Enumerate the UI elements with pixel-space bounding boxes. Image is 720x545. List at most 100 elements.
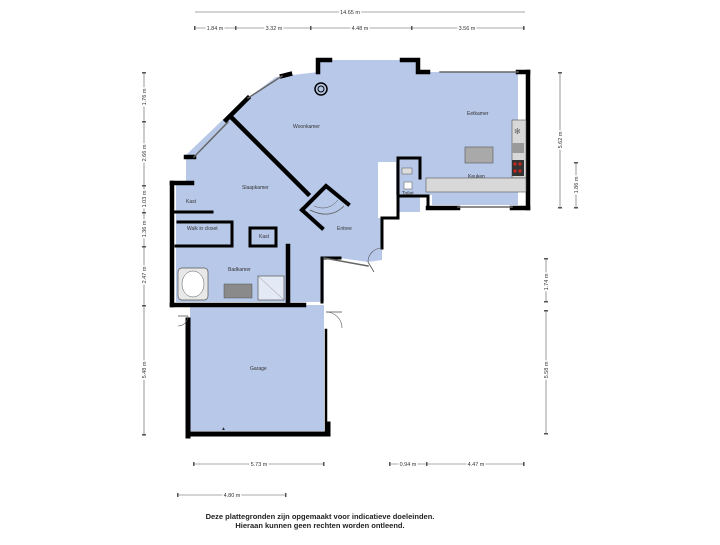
tick-bottom-6 xyxy=(285,493,287,497)
dim-bottom-2: 0.94 m xyxy=(400,462,417,468)
wall-diag-nw2 xyxy=(279,71,293,79)
dim-right-3: 1.74 m xyxy=(544,273,550,290)
floor-left xyxy=(176,120,300,245)
tick-left-2 xyxy=(142,185,146,187)
vanity xyxy=(223,283,253,299)
dim-right-4: 5.58 m xyxy=(544,361,550,378)
dim-left-6: 5.48 m xyxy=(142,361,148,378)
window-diag2 xyxy=(246,74,284,100)
tick-top-3 xyxy=(411,26,413,30)
tick-left-1 xyxy=(142,121,146,123)
dim-bottom-3: 4.47 m xyxy=(468,462,485,468)
stove xyxy=(512,160,524,176)
toilet-seat xyxy=(403,181,413,190)
door-entree xyxy=(367,247,383,263)
tick-left-5 xyxy=(142,305,146,307)
wall-top-mid xyxy=(399,57,431,75)
label-garage: Garage xyxy=(250,366,267,372)
tick-right1-0 xyxy=(558,72,562,74)
label-toilet: Toilet xyxy=(402,191,414,197)
ceiling-fixture-inner xyxy=(317,85,325,93)
kitchen-counter-bottom xyxy=(425,177,527,193)
dim-left-3: 1.03 m xyxy=(142,190,148,207)
tick-top-4 xyxy=(523,26,525,30)
dim-bottom-1: 5.73 m xyxy=(251,462,268,468)
label-kast-1: Kast xyxy=(186,199,197,205)
burner-4 xyxy=(518,169,522,173)
label-badkamer: Badkamer xyxy=(228,267,251,273)
floor-garage xyxy=(190,305,324,431)
dim-right-2: 1.86 m xyxy=(574,176,580,193)
disclaimer: Deze plattegronden zijn opgemaakt voor i… xyxy=(160,512,480,530)
toilet-sink xyxy=(401,167,413,175)
wall-stairs xyxy=(299,183,351,213)
disclaimer-line-2: Hieraan kunnen geen rechten worden ontle… xyxy=(235,521,405,530)
dim-top-4: 3.56 m xyxy=(459,26,476,32)
window-entree xyxy=(323,257,369,267)
wall-entree-right xyxy=(396,194,430,210)
dim-left-2: 2.66 m xyxy=(142,144,148,161)
floor-areas xyxy=(176,60,518,431)
disclaimer-line-1: Deze plattegronden zijn opgemaakt voor i… xyxy=(205,512,435,521)
bathtub-inner xyxy=(181,270,205,298)
wall-garage-bottom-right xyxy=(309,421,331,437)
label-eetkamer: Eetkamer xyxy=(467,111,489,117)
door-entree-leaf xyxy=(367,261,375,273)
room-labels: Woonkamer Eetkamer Keuken Slaapkamer Kas… xyxy=(186,111,489,372)
wall-hall-south xyxy=(320,256,342,304)
dim-top-3: 4.48 m xyxy=(352,26,369,32)
wall-kast2 xyxy=(248,226,278,248)
burner-1 xyxy=(513,162,517,166)
tick-right2-0 xyxy=(574,162,578,164)
dim-left-5: 2.47 m xyxy=(142,266,148,283)
tick-bottom-3 xyxy=(426,462,428,466)
tick-left-6 xyxy=(142,434,146,436)
wall-stairs-2 xyxy=(299,207,325,231)
tick-top-1 xyxy=(235,26,237,30)
tick-right4-0 xyxy=(544,310,548,312)
warning-icon: ▲ xyxy=(221,426,226,432)
tick-right3-1 xyxy=(544,301,548,303)
burner-3 xyxy=(513,169,517,173)
kitchen-island xyxy=(464,146,494,164)
dim-bottom-4: 4.80 m xyxy=(224,493,241,499)
label-woonkamer: Woonkamer xyxy=(293,124,320,130)
wall-diag-nw xyxy=(222,94,252,124)
walls xyxy=(169,57,531,439)
tick-right4-1 xyxy=(544,433,548,435)
tick-right3-0 xyxy=(544,258,548,260)
tick-bottom-2 xyxy=(389,462,391,466)
wall-top-left xyxy=(315,57,333,75)
spiral-stairs xyxy=(309,205,345,215)
tick-bottom-0 xyxy=(193,462,195,466)
door-garage-side xyxy=(177,315,189,327)
tick-left-0 xyxy=(142,72,146,74)
dim-left-1: 1.76 m xyxy=(142,88,148,105)
dim-left-4: 1.36 m xyxy=(142,220,148,237)
tick-bottom-1 xyxy=(323,462,325,466)
burner-2 xyxy=(518,162,522,166)
dim-top-total: 14.65 m xyxy=(340,10,360,16)
shower-diag xyxy=(257,275,285,301)
label-keuken: Keuken xyxy=(468,174,485,180)
tick-right2-1 xyxy=(574,207,578,209)
dim-top-2: 3.32 m xyxy=(266,26,283,32)
dim-top-1: 1.84 m xyxy=(207,26,224,32)
wall-walkin xyxy=(176,220,234,248)
tick-left-3 xyxy=(142,212,146,214)
tick-bottom-4 xyxy=(523,462,525,466)
sink-icon: ✻ xyxy=(514,127,521,136)
tick-top-0 xyxy=(194,26,196,30)
ceiling-fixture xyxy=(314,82,328,96)
tick-left-4 xyxy=(142,246,146,248)
dim-right-1: 5.62 m xyxy=(558,131,564,148)
wall-toilet xyxy=(396,156,422,180)
spiral-stairs-2 xyxy=(313,199,339,209)
window-diag xyxy=(192,120,230,159)
door-garage xyxy=(325,311,343,329)
label-entree: Entree xyxy=(337,226,352,232)
tick-bottom-5 xyxy=(177,493,179,497)
tick-top-2 xyxy=(310,26,312,30)
